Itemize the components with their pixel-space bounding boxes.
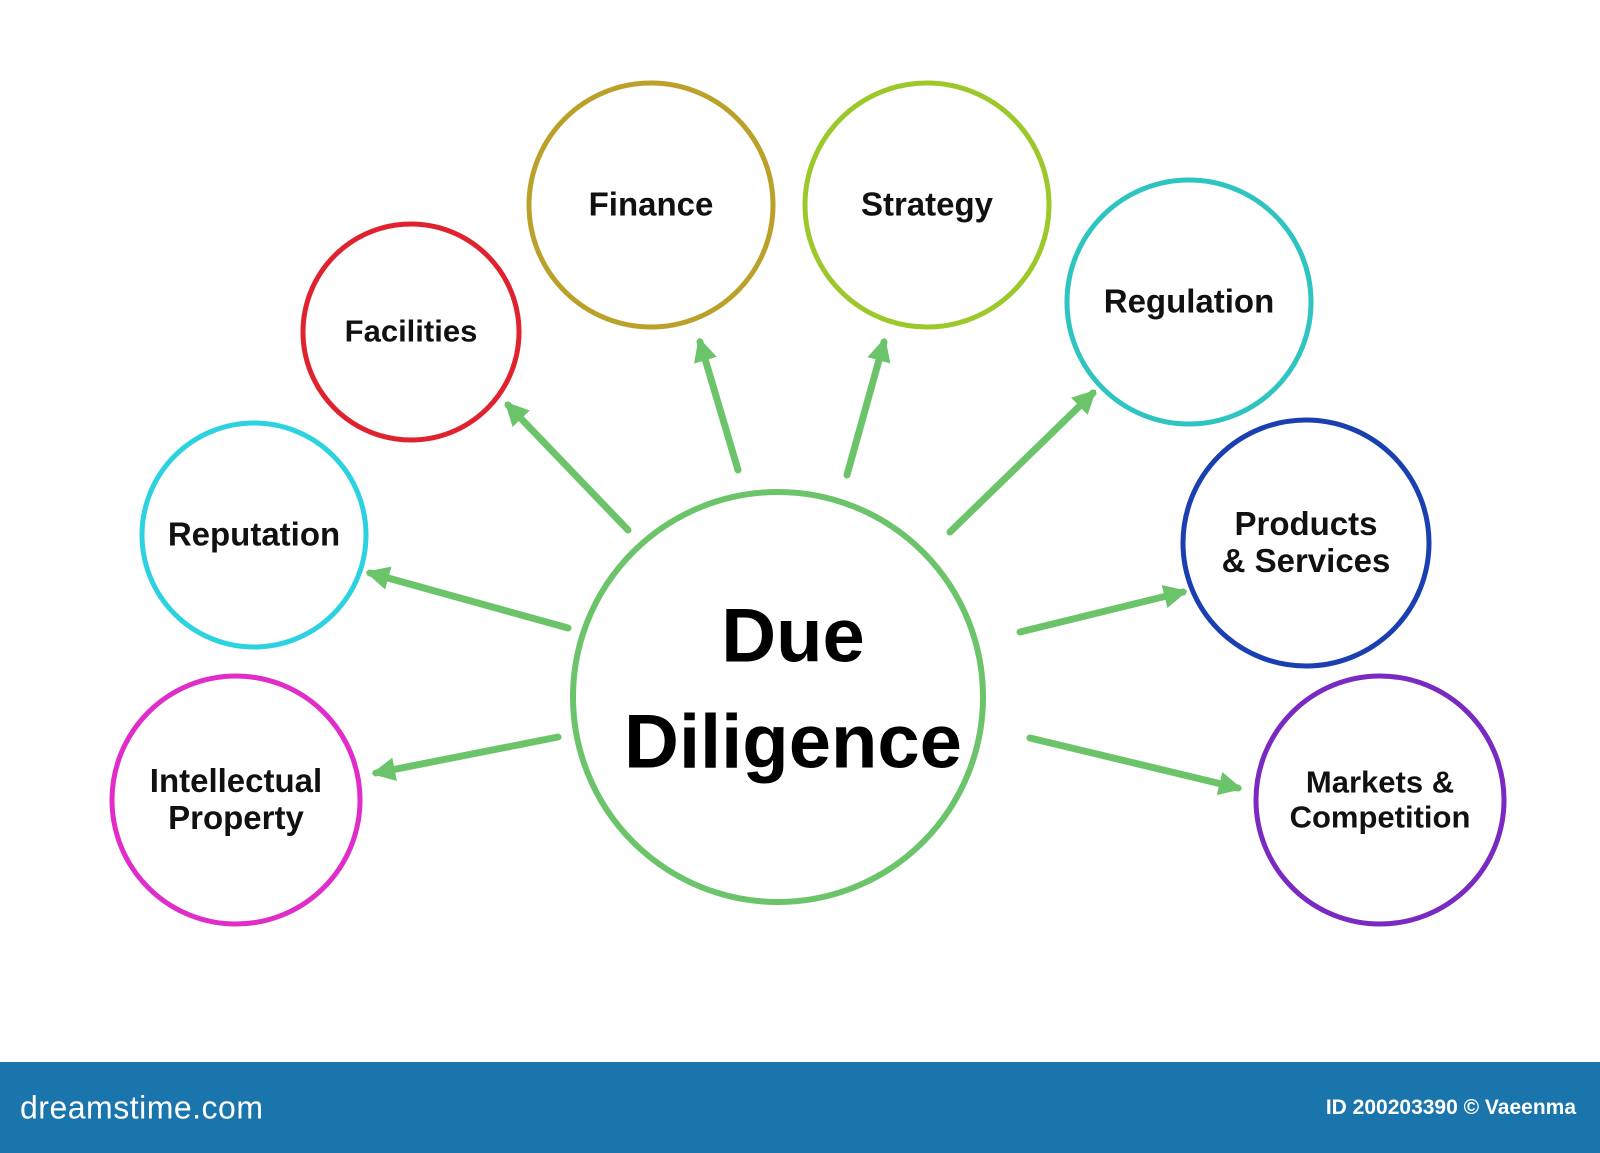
brand-logo: dreamstime.com — [20, 1089, 264, 1125]
center-node-label: Due Diligence — [624, 584, 962, 797]
node-circle-markets-competition — [1253, 673, 1507, 927]
node-label-line: Facilities — [344, 313, 478, 349]
arrow-to-finance — [694, 337, 742, 474]
node-label-line: Strategy — [860, 185, 994, 223]
node-label-finance: Finance — [588, 185, 714, 224]
footer-bar: dreamstime.com ID 200203390 © Vaeenma — [0, 1062, 1600, 1153]
center-node-line-1: Due — [721, 593, 865, 679]
center-node-line-2: Diligence — [624, 700, 962, 785]
arrow-to-facilities — [504, 401, 632, 534]
node-label-strategy: Strategy — [860, 185, 994, 224]
arrow-to-markets-competition — [1026, 734, 1243, 796]
arrow-to-products-services — [1016, 584, 1188, 636]
arrow-to-strategy — [843, 337, 891, 479]
center-node-circle — [570, 489, 986, 905]
node-circle-intellectual-property — [109, 673, 363, 927]
node-label-line: Property — [168, 799, 304, 836]
diagram-canvas — [109, 80, 1507, 927]
arrow-to-reputation — [365, 566, 572, 632]
node-label-line: Reputation — [167, 515, 341, 553]
node-circle-products-services — [1180, 417, 1432, 669]
node-label-line: Regulation — [1103, 282, 1275, 320]
node-circle-regulation — [1064, 177, 1314, 427]
arrow-to-intellectual-property — [371, 733, 562, 781]
node-circle-reputation — [139, 420, 369, 650]
node-label-markets-competition: Markets &Competition — [1290, 765, 1471, 834]
node-label-line: Markets & — [1305, 764, 1455, 800]
node-circle-facilities — [300, 221, 522, 443]
arrow-to-regulation — [946, 389, 1097, 536]
node-label-regulation: Regulation — [1103, 282, 1275, 321]
node-circle-finance — [526, 80, 776, 330]
node-label-line: Intellectual — [149, 762, 323, 800]
node-label-facilities: Facilities — [344, 313, 478, 350]
node-label-line: Competition — [1289, 799, 1471, 834]
node-label-line: Finance — [588, 185, 714, 223]
stock-id-label: ID 200203390 © Vaeenma — [1325, 1095, 1576, 1119]
node-label-reputation: Reputation — [167, 515, 341, 554]
node-label-line: & Services — [1221, 542, 1391, 579]
node-label-line: Products — [1234, 505, 1378, 543]
node-circle-strategy — [802, 80, 1052, 330]
node-label-products-services: Products& Services — [1221, 505, 1391, 580]
